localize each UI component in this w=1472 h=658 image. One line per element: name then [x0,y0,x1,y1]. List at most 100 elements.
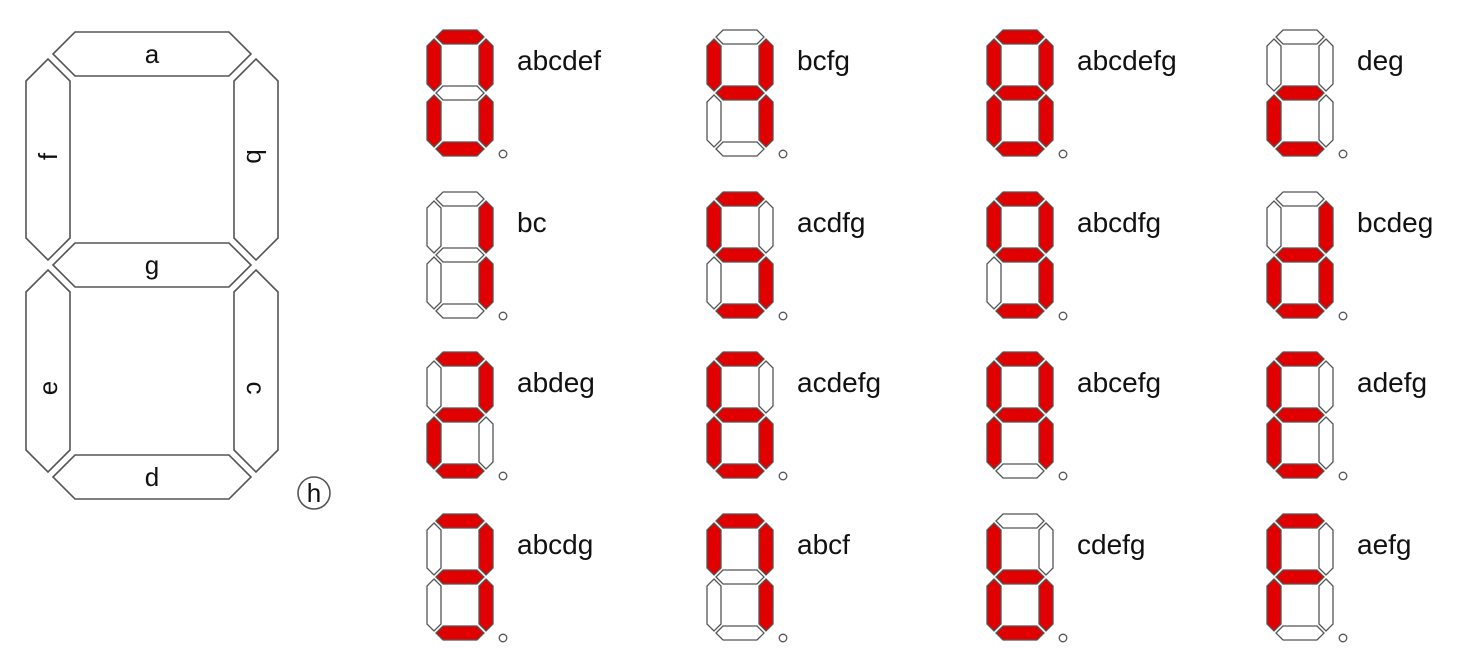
display-segment-a [1275,29,1325,45]
display-segment-a [715,351,765,367]
display-segment-g [715,85,765,101]
display-segment-f [986,360,1002,414]
digit-display: abcdef [426,29,601,159]
digit-display: bc [426,191,547,321]
legend-segment-label-g: g [145,250,159,280]
display-segment-a [1275,513,1325,529]
display-segment-c [758,94,774,148]
display-segment-b [1038,522,1054,576]
display-label: acdfg [797,207,866,238]
display-label: abcdefg [1077,45,1177,76]
display-segment-g [1275,85,1325,101]
digit-display: bcfg [706,29,850,159]
display-segment-d [995,141,1045,157]
display-segment-g [435,569,485,585]
display-segment-c [1318,94,1334,148]
display-segment-b [478,522,494,576]
display-decimal-point [1058,633,1068,643]
display-segment-c [1038,94,1054,148]
display-segment-a [995,351,1045,367]
digit-display: adefg [1266,351,1427,481]
display-segment-a [995,29,1045,45]
display-segment-d [995,463,1045,479]
digit-display: deg [1266,29,1404,159]
legend-segment-b [233,57,279,262]
digit-display: abcdefg [986,29,1177,159]
display-segment-d [1275,141,1325,157]
display-segment-e [1266,94,1282,148]
display-segment-e [986,94,1002,148]
display-segment-f [986,200,1002,254]
display-decimal-point [1058,149,1068,159]
display-segment-g [1275,247,1325,263]
display-label: aefg [1357,529,1412,560]
display-segment-b [1038,360,1054,414]
display-decimal-point [1338,471,1348,481]
display-decimal-point [498,471,508,481]
display-segment-d [435,463,485,479]
legend-decimal-point-label: h [307,478,321,508]
display-segment-e [706,578,722,632]
display-segment-b [1038,38,1054,92]
display-segment-b [478,200,494,254]
display-segment-e [986,256,1002,310]
display-segment-b [758,522,774,576]
display-segment-g [1275,407,1325,423]
display-label: acdefg [797,367,881,398]
display-decimal-point [1338,633,1348,643]
digit-display: abcdg [426,513,593,643]
display-segment-g [995,247,1045,263]
display-segment-d [1275,463,1325,479]
display-segment-b [1318,200,1334,254]
display-segment-a [435,191,485,207]
digit-display: bcdeg [1266,191,1433,321]
display-segment-g [715,569,765,585]
display-label: adefg [1357,367,1427,398]
display-segment-c [1318,256,1334,310]
display-segment-f [426,360,442,414]
display-segment-d [995,303,1045,319]
display-segment-c [1038,578,1054,632]
display-segment-b [478,38,494,92]
display-segment-f [706,200,722,254]
display-segment-c [758,256,774,310]
display-segment-a [435,513,485,529]
segment-combination-grid: abcdef bcfg abcdefg deg bc acdfg abcdfg bcdeg ab… [426,29,1433,643]
display-segment-d [715,625,765,641]
display-segment-g [435,247,485,263]
display-label: abcf [797,529,850,560]
display-decimal-point [1058,471,1068,481]
display-segment-g [995,407,1045,423]
display-segment-e [986,578,1002,632]
display-decimal-point [778,633,788,643]
display-segment-a [1275,191,1325,207]
display-segment-e [1266,256,1282,310]
display-segment-a [715,513,765,529]
display-label: cdefg [1077,529,1146,560]
legend-segment-a [51,31,253,77]
display-decimal-point [778,311,788,321]
digit-display: abcdfg [986,191,1161,321]
display-segment-d [435,303,485,319]
display-segment-f [426,38,442,92]
display-decimal-point [498,149,508,159]
display-segment-e [706,416,722,470]
display-segment-b [758,200,774,254]
display-segment-g [715,407,765,423]
display-segment-d [1275,625,1325,641]
display-decimal-point [1058,311,1068,321]
display-segment-b [758,360,774,414]
display-segment-d [715,463,765,479]
display-segment-b [1318,38,1334,92]
legend-segment-f [25,57,71,262]
legend-segment-label-f: f [33,152,63,160]
display-segment-e [426,256,442,310]
display-decimal-point [498,311,508,321]
display-segment-e [706,94,722,148]
display-segment-c [478,416,494,470]
display-segment-e [426,416,442,470]
display-segment-e [706,256,722,310]
display-label: bcfg [797,45,850,76]
display-segment-a [715,29,765,45]
